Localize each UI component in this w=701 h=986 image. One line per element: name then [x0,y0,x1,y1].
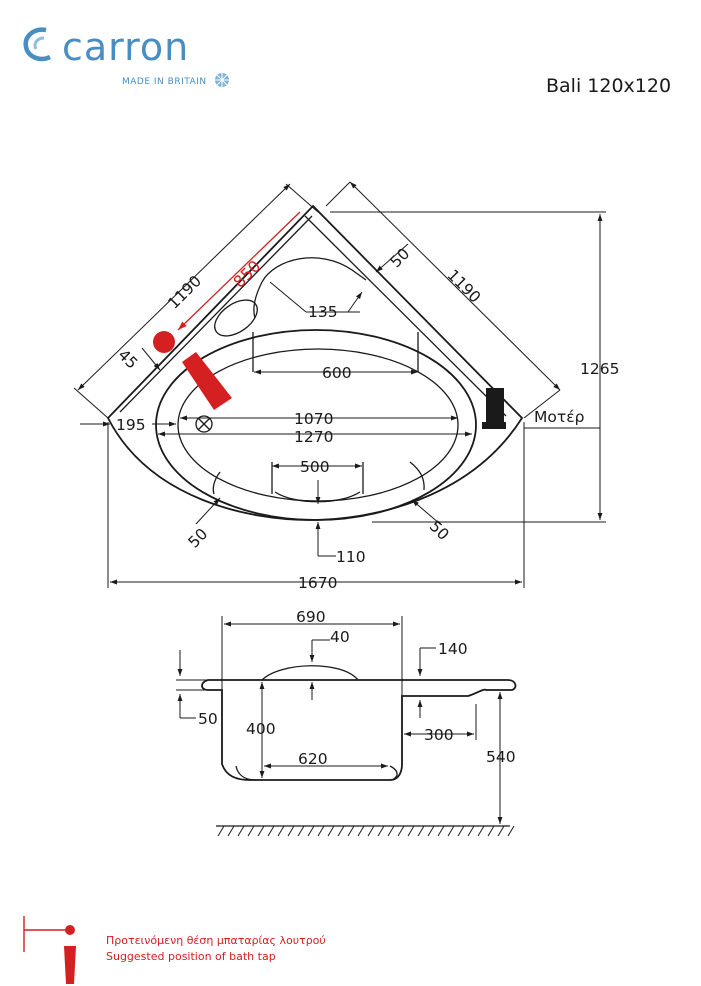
brand-tagline: MADE IN BRITAIN [122,77,207,87]
dimension-corner: 45 [114,346,141,373]
dimension-rim-left: 50 [185,525,212,552]
swirl-logo-icon [23,27,52,62]
motor-label: Μοτέρ [534,408,584,426]
dimension-front: 110 [336,548,366,566]
dimension-back: 500 [300,458,330,476]
plan-view: Μοτέρ 850 1190 1190 50 135 600 45 [73,181,619,592]
dimension-bottom: 620 [298,750,328,768]
dimension-outer-length: 1270 [294,428,333,446]
dimension-depth: 400 [246,720,276,738]
dimension-rim-top: 50 [387,245,414,272]
legend-english: Suggested position of bath tap [106,950,276,963]
dimension-1190-right: 1190 [444,266,485,307]
motor-icon [482,388,506,429]
dimension-total-width: 1670 [298,574,337,592]
dimension-pillow: 135 [308,303,338,321]
legend-greek: Προτεινόμενη θέση μπαταρίας λουτρού [106,934,326,947]
dimension-rim: 140 [438,640,468,658]
dimension-offset: 300 [424,726,454,744]
dimension-top-width: 690 [296,608,326,626]
dimension-lip: 50 [198,710,218,728]
brand-logo: carron MADE IN BRITAIN [23,25,229,87]
floor-hatching [216,825,515,837]
model-title: Bali 120x120 [546,75,671,97]
brand-name: carron [62,25,189,69]
dimension-rim-right: 50 [426,517,453,544]
tap-symbol-icon [23,916,76,984]
dimension-1190-left: 1190 [164,272,205,313]
seat-dome [261,665,359,681]
dimension-seat: 600 [322,364,352,382]
section-view: 690 40 140 50 400 620 300 540 [176,608,517,837]
dimension-195: 195 [116,416,146,434]
dimension-inner-length: 1070 [294,410,333,428]
dimension-rise: 40 [330,628,350,646]
globe-icon [215,73,229,87]
tap-legend: Προτεινόμενη θέση μπαταρίας λουτρού Sugg… [23,916,326,984]
dimension-total-depth: 1265 [580,360,619,378]
dimension-height: 540 [486,748,516,766]
basin-outer-oval [155,329,477,521]
